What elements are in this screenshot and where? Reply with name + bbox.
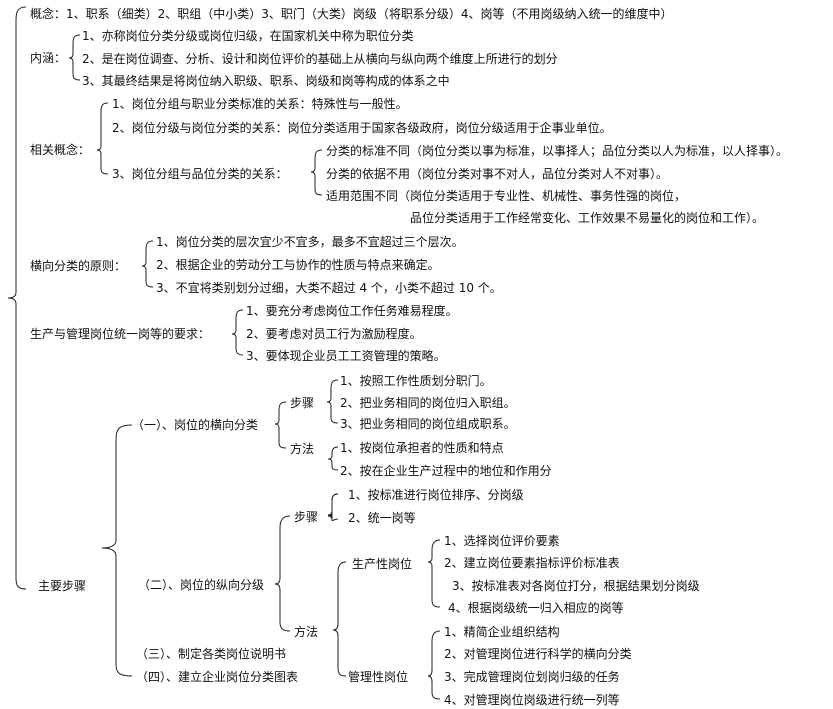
related-item-3: 3、岗位分组与品位分类的关系： xyxy=(112,167,288,181)
production-item-1: 1、选择岗位评价要素 xyxy=(444,534,560,548)
production-item-4: 4、根据岗级统一归入相应的岗等 xyxy=(448,601,624,615)
connotation-label: 内涵： xyxy=(30,51,67,65)
fourth-step: （四）、建立企业岗位分类图表 xyxy=(136,670,299,684)
principles-bracket xyxy=(141,240,154,288)
production-item-3: 3、按标准表对各岗位打分，根据结果划分岗级 xyxy=(452,579,700,593)
vertical-step-2: 2、统一岗等 xyxy=(348,511,416,525)
principles-label: 横向分类的原则： xyxy=(30,259,127,273)
concept-text: 1、职系（细类）2、职组（中小类）3、职门（大类）岗级（将职系分级）4、岗等（不… xyxy=(66,7,673,21)
management-item-1: 1、精简企业组织结构 xyxy=(444,625,560,639)
vertical-bracket xyxy=(274,515,291,632)
production-item-2: 2、建立岗位要素指标评价标准表 xyxy=(444,556,620,570)
horizontal-steps-bracket xyxy=(326,379,339,424)
methods-bracket xyxy=(332,561,347,677)
management-item-2: 2、对管理岗位进行科学的横向分类 xyxy=(444,647,632,661)
related-bracket xyxy=(96,102,109,175)
unified-item-3: 3、要体现企业员工工资管理的策略。 xyxy=(246,349,446,363)
unified-item-2: 2、要考虑对员工行为激励程度。 xyxy=(246,327,422,341)
principles-item-3: 3、不宜将类别划分过细，大类不超过 4 个，小类不超过 10 个。 xyxy=(156,281,502,295)
connotation-item-2: 2、是在岗位调查、分析、设计和岗位评价的基础上从横向与纵向两个维度上所进行的划分 xyxy=(82,52,558,66)
related-item-1: 1、岗位分组与职业分类标准的关系：特殊性与一般性。 xyxy=(112,97,408,111)
unified-item-1: 1、要充分考虑岗位工作任务难易程度。 xyxy=(246,304,458,318)
connotation-bracket xyxy=(68,34,81,81)
related-sub-3: 适用范围不同（岗位分类适用于专业性、机械性、事务性强的岗位， xyxy=(326,189,687,203)
concept-label: 概念： xyxy=(30,7,67,21)
horizontal-class-label: （一）、岗位的横向分类 xyxy=(132,418,259,432)
horizontal-bracket xyxy=(274,401,287,449)
vertical-step-1: 1、按标准进行岗位排序、分岗级 xyxy=(348,488,524,502)
main-steps-bracket xyxy=(101,424,133,677)
unified-label: 生产与管理岗位统一岗等的要求： xyxy=(30,327,211,341)
management-label: 管理性岗位 xyxy=(348,670,409,684)
related-sub-4: 品位分类适用于工作经常变化、工作效果不易量化的岗位和工作）。 xyxy=(410,211,765,225)
related-sub-1: 分类的标准不同（岗位分类以事为标准，以事择人；品位分类以人为标准，以人择事）。 xyxy=(326,144,789,158)
horizontal-methods-label: 方法 xyxy=(290,442,315,456)
vertical-methods-label: 方法 xyxy=(294,625,319,639)
principles-item-2: 2、根据企业的劳动分工与协作的性质与特点来确定。 xyxy=(156,258,440,272)
principles-item-1: 1、岗位分类的层次宜少不宜多，最多不宜超过三个层次。 xyxy=(156,235,464,249)
horizontal-step-1: 1、按照工作性质划分职门。 xyxy=(340,374,492,388)
related-item-2: 2、岗位分级与岗位分类的关系：岗位分类适用于国家各级政府，岗位分级适用于企事业单… xyxy=(112,121,612,135)
vertical-steps-bracket-2 xyxy=(327,493,339,521)
vertical-grade-label: （二）、岗位的纵向分级 xyxy=(138,578,265,592)
root-bracket xyxy=(7,6,27,590)
vertical-steps-bracket xyxy=(327,493,339,520)
horizontal-steps-label: 步骤 xyxy=(290,396,315,410)
horizontal-methods-bracket xyxy=(327,446,339,471)
related-sub-2: 分类的依据不用（岗位分类对事不对人，品位分类对人不对事）。 xyxy=(326,167,669,181)
related-sub-bracket xyxy=(310,149,323,196)
horizontal-method-1: 1、按岗位承担者的性质和特点 xyxy=(340,441,504,455)
vertical-steps-label: 步骤 xyxy=(294,510,319,524)
main-steps-label: 主要步骤 xyxy=(38,579,87,593)
vertical-steps-bracket-3 xyxy=(331,512,339,522)
horizontal-step-2: 2、把业务相同的岗位归入职组。 xyxy=(340,396,516,410)
management-item-4: 4、对管理岗位岗级进行统一列等 xyxy=(444,693,620,707)
horizontal-step-3: 3、把业务相同的岗位组成职系。 xyxy=(340,417,516,431)
related-label: 相关概念： xyxy=(30,143,91,157)
connotation-item-3: 3、其最终结果是将岗位纳入职级、职系、岗级和岗等构成的体系之中 xyxy=(82,74,450,88)
production-bracket xyxy=(427,539,441,608)
horizontal-method-2: 2、按在企业生产过程中的地位和作用分 xyxy=(340,464,552,478)
third-step: （三）、制定各类岗位说明书 xyxy=(136,647,287,661)
production-label: 生产性岗位 xyxy=(352,557,413,571)
management-bracket xyxy=(427,630,441,700)
management-item-3: 3、完成管理岗位划岗归级的任务 xyxy=(444,670,620,684)
unified-bracket xyxy=(231,309,244,356)
connotation-item-1: 1、亦称岗位分类分级或岗位归级，在国家机关中称为职位分类 xyxy=(82,29,414,43)
